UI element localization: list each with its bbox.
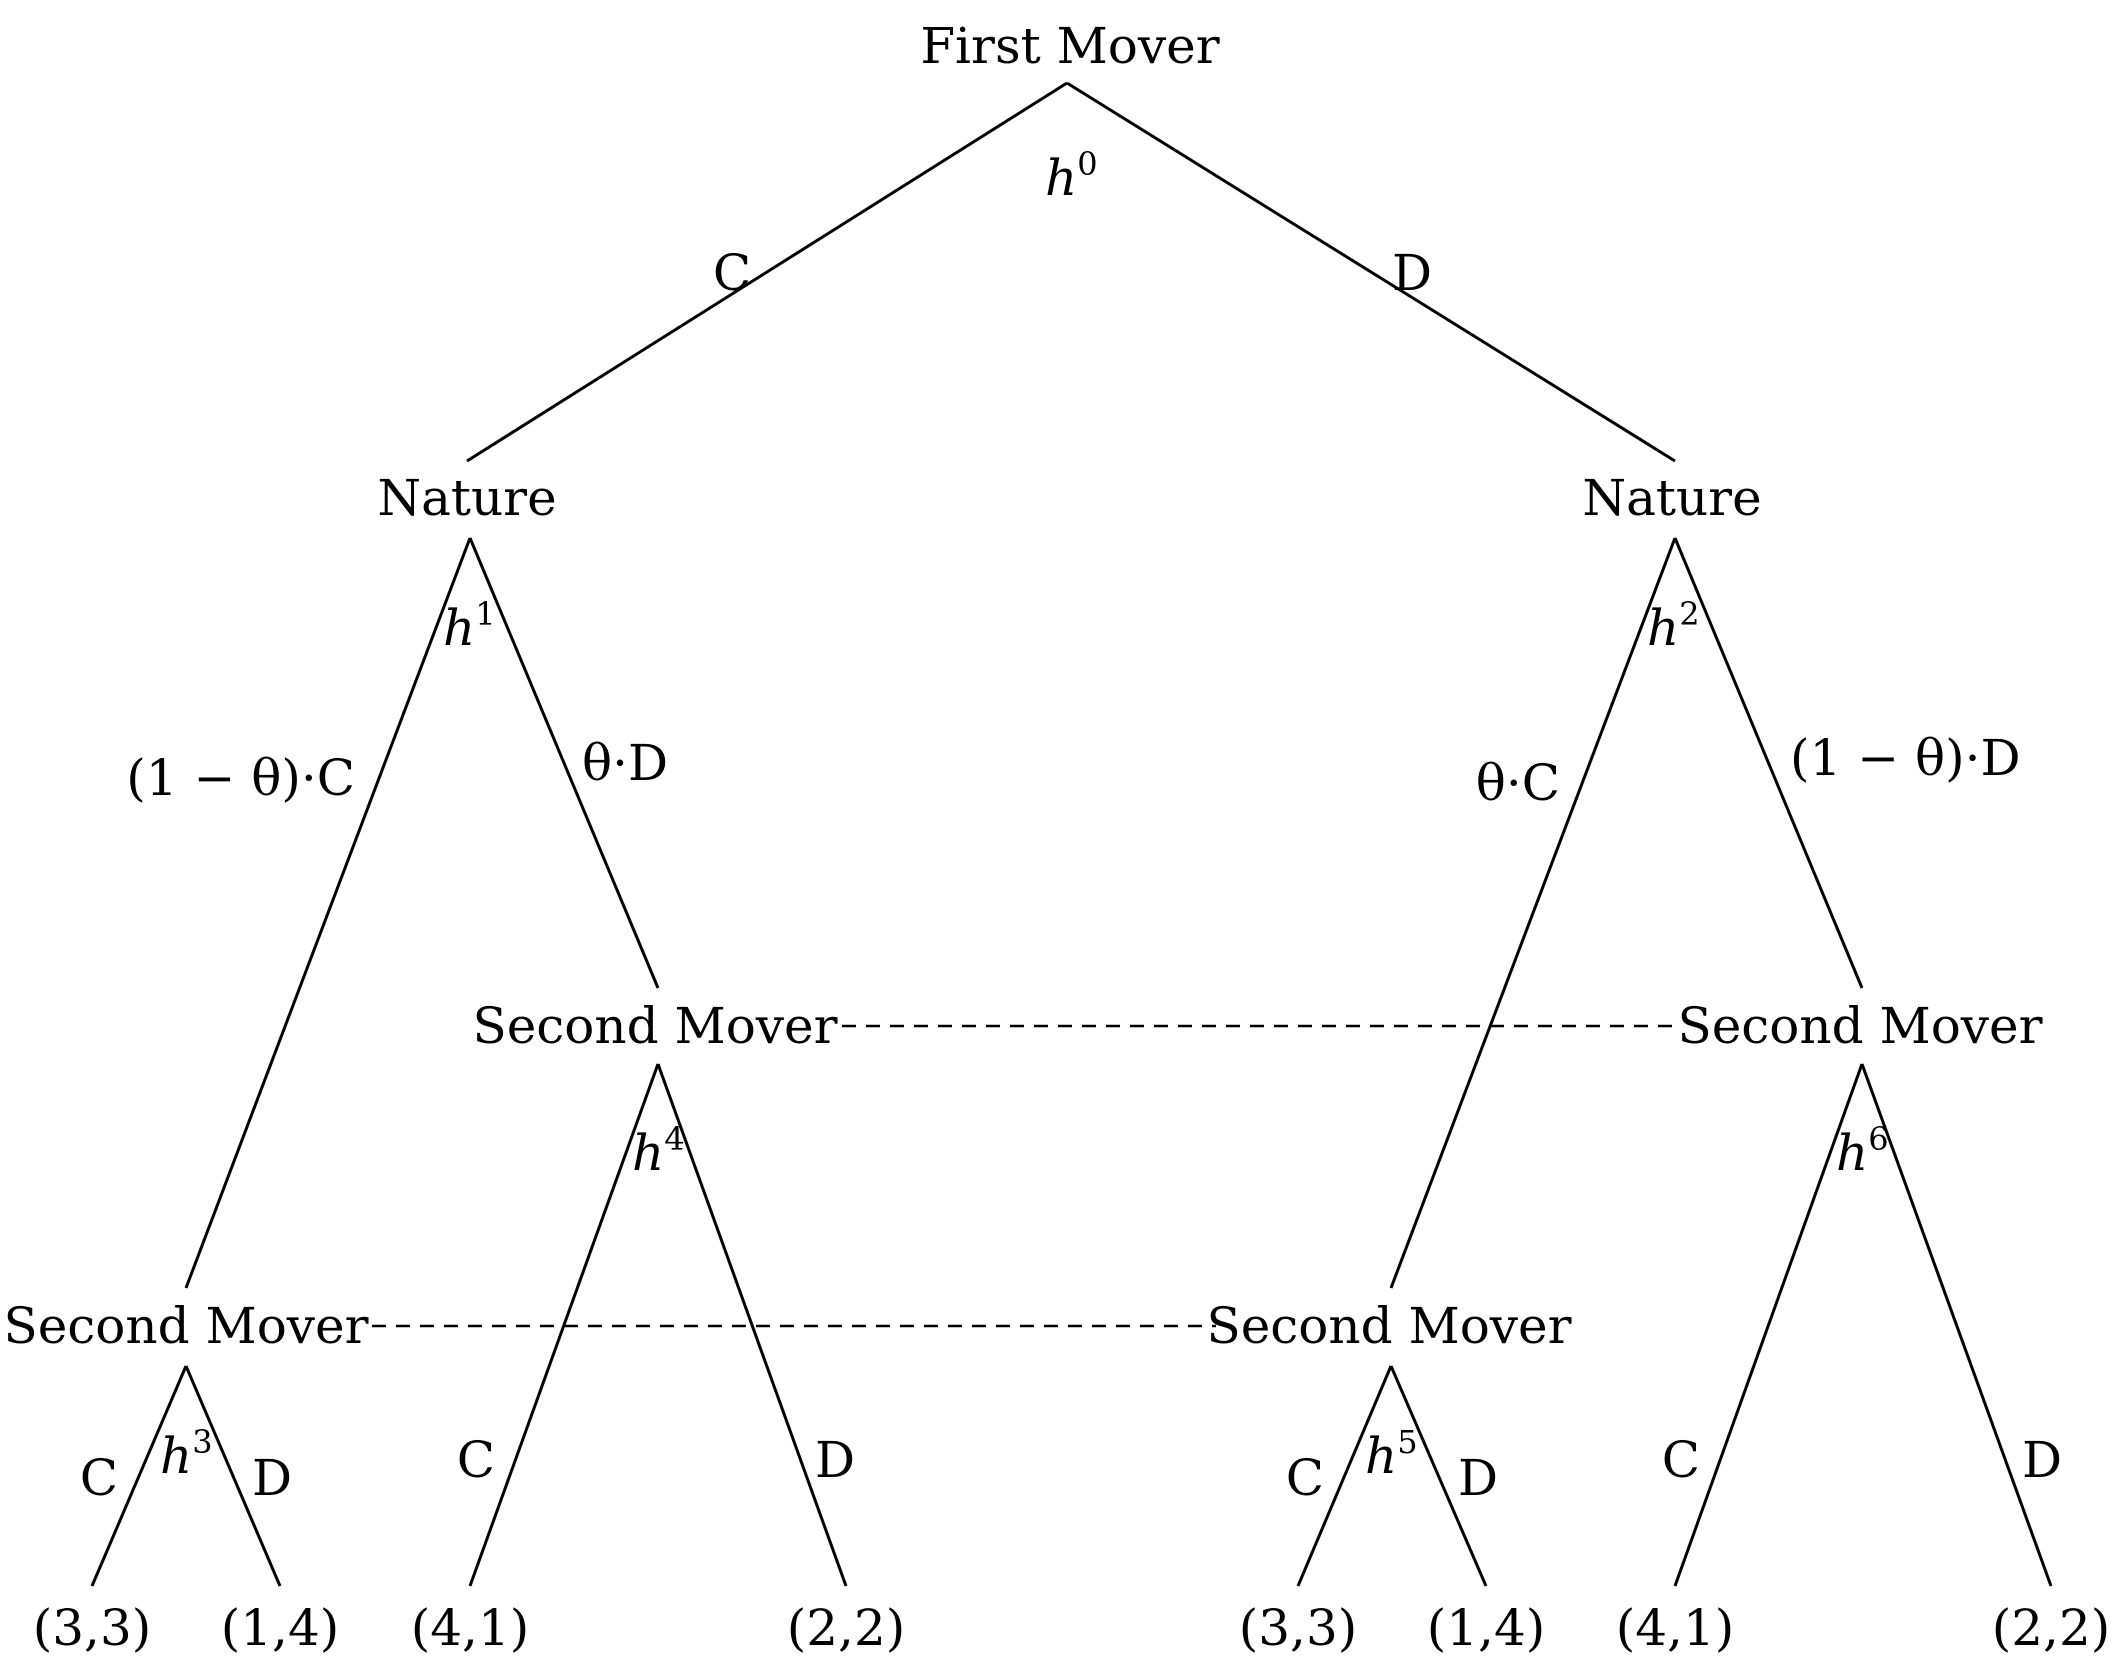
information-sets bbox=[372, 1024, 1682, 1328]
edge-label-root-left: C bbox=[713, 244, 751, 302]
history-h0: h0 bbox=[1045, 145, 1098, 207]
edge-root-right bbox=[1066, 81, 1676, 463]
payoff-2: (1,4) bbox=[221, 1599, 340, 1657]
edge-label-h6-left: C bbox=[1662, 1431, 1700, 1489]
edge-label-h4-right: D bbox=[815, 1431, 855, 1489]
node-second-mover-h4: Second Mover bbox=[472, 997, 837, 1055]
edge-label-nature-right-right: (1 − θ)·D bbox=[1790, 729, 2021, 787]
edge-label-root-right: D bbox=[1392, 244, 1432, 302]
node-second-mover-h3: Second Mover bbox=[3, 1297, 368, 1355]
edge-h6-right bbox=[1860, 1063, 2053, 1587]
edge-label-h5-right: D bbox=[1458, 1449, 1498, 1507]
edge-label-h3-right: D bbox=[252, 1449, 292, 1507]
payoff-8: (2,2) bbox=[1992, 1599, 2111, 1657]
node-labels: First Mover Nature Nature Second Mover S… bbox=[3, 17, 2042, 1355]
tree-edges bbox=[90, 81, 2053, 1587]
payoff-5: (3,3) bbox=[1239, 1599, 1358, 1657]
edge-label-nature-left-right: θ·D bbox=[582, 734, 668, 792]
edge-h5-right bbox=[1389, 1365, 1488, 1587]
edge-label-h5-left: C bbox=[1286, 1449, 1324, 1507]
history-h2: h2 bbox=[1647, 595, 1700, 657]
payoffs: (3,3) (1,4) (4,1) (2,2) (3,3) (1,4) (4,1… bbox=[33, 1599, 2111, 1657]
edge-h6-left bbox=[1673, 1063, 1864, 1587]
payoff-4: (2,2) bbox=[787, 1599, 906, 1657]
node-nature-left: Nature bbox=[377, 469, 556, 527]
history-h3: h3 bbox=[160, 1423, 213, 1485]
history-h4: h4 bbox=[632, 1120, 685, 1182]
edge-h3-left bbox=[90, 1365, 188, 1587]
node-second-mover-h6: Second Mover bbox=[1677, 997, 2042, 1055]
history-h5: h5 bbox=[1365, 1423, 1418, 1485]
node-second-mover-h5: Second Mover bbox=[1206, 1297, 1571, 1355]
edge-label-h3-left: C bbox=[80, 1449, 118, 1507]
edge-label-nature-right-left: θ·C bbox=[1476, 754, 1560, 812]
edge-h4-right bbox=[656, 1063, 848, 1587]
edge-h3-right bbox=[184, 1365, 282, 1587]
edge-h5-left bbox=[1296, 1365, 1393, 1587]
edge-label-nature-left-left: (1 − θ)·C bbox=[126, 749, 355, 807]
payoff-6: (1,4) bbox=[1427, 1599, 1546, 1657]
node-first-mover: First Mover bbox=[920, 17, 1219, 75]
edge-nature-left-right bbox=[468, 537, 660, 989]
history-h6: h6 bbox=[1836, 1120, 1889, 1182]
payoff-7: (4,1) bbox=[1616, 1599, 1735, 1657]
edge-labels: C D (1 − θ)·C θ·D θ·C (1 − θ)·D C D C D … bbox=[80, 244, 2062, 1507]
edge-nature-right-right bbox=[1673, 537, 1864, 989]
edge-nature-right-left bbox=[1389, 537, 1677, 1289]
payoff-1: (3,3) bbox=[33, 1599, 152, 1657]
edge-label-h6-right: D bbox=[2022, 1431, 2062, 1489]
payoff-3: (4,1) bbox=[411, 1599, 530, 1657]
history-labels: h0 h1 h2 h3 h4 h5 h6 bbox=[160, 145, 1889, 1485]
edge-label-h4-left: C bbox=[457, 1431, 495, 1489]
edge-nature-left-left bbox=[184, 537, 472, 1289]
node-nature-right: Nature bbox=[1582, 469, 1761, 527]
edge-root-left bbox=[466, 81, 1068, 463]
history-h1: h1 bbox=[443, 595, 496, 657]
